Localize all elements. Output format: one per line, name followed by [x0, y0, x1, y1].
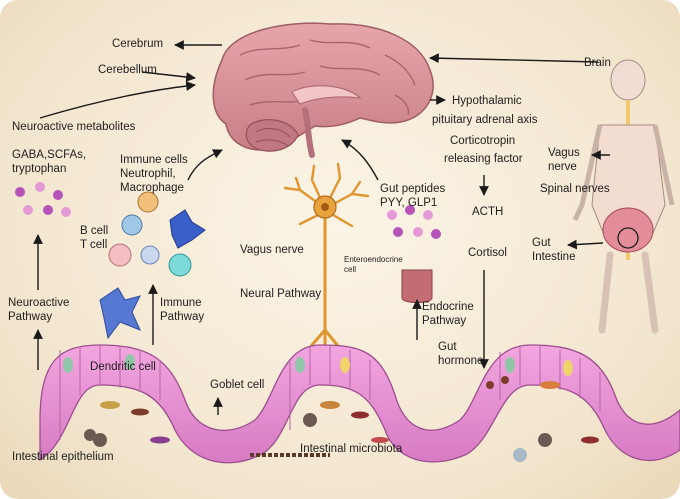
label-gut-peptides-2: PYY, GLP1 — [380, 197, 438, 209]
label-dendritic-cell: Dendritic cell — [90, 361, 156, 373]
label-neuroactive-pathway-1: Neuroactive — [8, 297, 70, 309]
immune-cells-illustration — [108, 191, 206, 277]
label-gut-1: Gut — [532, 237, 551, 249]
label-hpa-1: Hypothalamic — [452, 95, 522, 107]
label-cerebellum: Cerebellum — [98, 64, 157, 76]
brain-illustration — [212, 22, 434, 158]
label-enteroendocrine-2: cell — [344, 265, 357, 274]
label-b-cell: B cell — [80, 225, 109, 237]
label-neural-pathway: Neural Pathway — [240, 288, 322, 300]
label-intestinal-microbiota: Intestinal microbiota — [300, 443, 403, 455]
label-neuroactive-metabolites: Neuroactive metabolites — [12, 121, 136, 133]
label-goblet-cell: Goblet cell — [210, 379, 265, 391]
label-brain: Brain — [584, 57, 611, 69]
label-macrophage: Macrophage — [120, 182, 184, 194]
label-gut-2: Intestine — [532, 251, 576, 263]
label-crf-2: releasing factor — [444, 153, 523, 165]
label-spinal-nerves: Spinal nerves — [540, 183, 610, 195]
label-vagus-side-1: Vagus — [548, 147, 580, 159]
label-immune-pathway-1: Immune — [160, 297, 202, 309]
gut-peptide-vesicles — [387, 205, 441, 239]
label-endocrine-pathway-2: Pathway — [422, 315, 467, 327]
label-immune-pathway-2: Pathway — [160, 311, 205, 323]
label-intestinal-epithelium: Intestinal epithelium — [12, 451, 114, 463]
microbiota-illustration — [84, 376, 599, 462]
label-neuroactive-pathway-2: Pathway — [8, 311, 53, 323]
label-immune-cells: Immune cells — [120, 154, 188, 166]
label-enteroendocrine-1: Enteroendocrine — [344, 255, 403, 264]
label-vagus-nerve-center: Vagus nerve — [240, 244, 304, 256]
label-cerebrum: Cerebrum — [112, 38, 164, 50]
label-hpa-2: pituitary adrenal axis — [432, 114, 538, 126]
dendritic-cell-illustration — [99, 287, 141, 340]
pathway-arrows — [33, 40, 610, 415]
label-crf-1: Corticotropin — [450, 135, 516, 147]
label-gut-hormone-2: hormone — [438, 355, 484, 367]
label-endocrine-pathway-1: Endocrine — [422, 301, 474, 313]
neuroactive-vesicles — [15, 182, 71, 217]
label-cortisol: Cortisol — [468, 247, 507, 259]
neuron-illustration — [283, 162, 370, 352]
label-t-cell: T cell — [80, 239, 108, 251]
label-gaba: GABA,SCFAs, — [12, 149, 87, 161]
body-figure-illustration — [572, 59, 675, 334]
label-vagus-side-2: nerve — [548, 161, 577, 173]
label-neutrophil: Neutrophil, — [120, 168, 176, 180]
label-tryptophan: tryptophan — [12, 163, 67, 175]
label-acth: ACTH — [472, 206, 504, 218]
enteroendocrine-cell-illustration — [401, 269, 433, 303]
label-gut-hormone-1: Gut — [438, 341, 457, 353]
label-gut-peptides-1: Gut peptides — [380, 183, 446, 195]
